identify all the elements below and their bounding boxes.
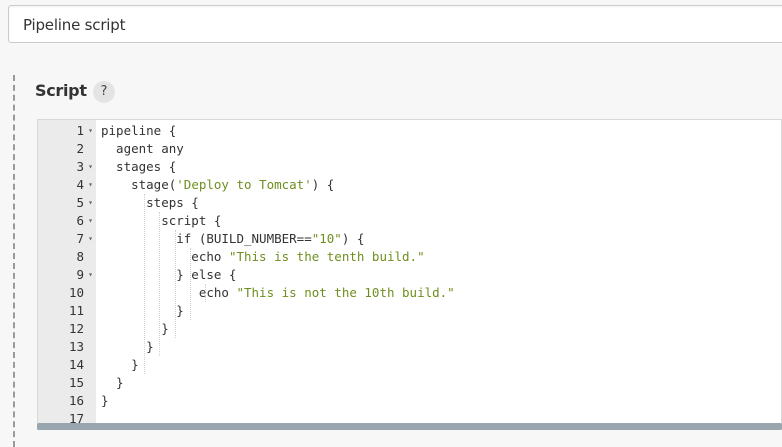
fold-toggle-icon[interactable]: ▾	[88, 162, 93, 171]
code-line: agent any	[101, 140, 184, 158]
fold-toggle-icon[interactable]: ▾	[88, 198, 93, 207]
fold-toggle-icon[interactable]: ▾	[88, 270, 93, 279]
code-line: }	[101, 374, 124, 392]
code-area[interactable]: pipeline { agent any stages { stage('Dep…	[96, 120, 781, 430]
indent-guide	[204, 284, 206, 302]
code-line: if (BUILD_NUMBER=="10") {	[101, 230, 364, 248]
gutter-row: 9▾	[38, 266, 96, 284]
code-line: }	[101, 320, 169, 338]
definition-select[interactable]: Pipeline script	[8, 5, 782, 43]
gutter-row: 2	[38, 140, 96, 158]
code-line: }	[101, 356, 139, 374]
code-line: } else {	[101, 266, 236, 284]
gutter-row: 16	[38, 392, 96, 410]
line-number: 11	[68, 303, 84, 318]
code-token: ) {	[341, 231, 365, 246]
line-number: 10	[68, 285, 84, 300]
line-number: 4	[76, 177, 84, 192]
line-number: 3	[76, 159, 84, 174]
line-number: 2	[76, 141, 84, 156]
gutter-row: 7▾	[38, 230, 96, 248]
script-label: Script	[35, 81, 87, 100]
code-line: stage('Deploy to Tomcat') {	[101, 176, 334, 194]
gutter-row: 3▾	[38, 158, 96, 176]
code-token: } else {	[101, 267, 237, 282]
code-token: if (BUILD_NUMBER==	[101, 231, 312, 246]
section-divider	[13, 75, 15, 447]
code-token: ) {	[311, 177, 335, 192]
gutter-row: 4▾	[38, 176, 96, 194]
code-line: }	[101, 392, 109, 410]
gutter-row: 17	[38, 410, 96, 428]
string-literal: "10"	[311, 231, 342, 246]
string-literal: "This is the tenth build."	[228, 249, 425, 264]
line-number: 7	[76, 231, 84, 246]
line-number: 6	[76, 213, 84, 228]
code-line: echo "This is the tenth build."	[101, 248, 425, 266]
code-token: agent any	[101, 141, 184, 156]
gutter-row: 6▾	[38, 212, 96, 230]
gutter-row: 5▾	[38, 194, 96, 212]
code-line: echo "This is not the 10th build."	[101, 284, 455, 302]
horizontal-scrollbar[interactable]	[37, 423, 782, 430]
code-line: steps {	[101, 194, 199, 212]
code-token: stages {	[101, 159, 177, 174]
indent-guide	[174, 230, 176, 338]
gutter-row: 12	[38, 320, 96, 338]
code-line: script {	[101, 212, 221, 230]
gutter-row: 13	[38, 338, 96, 356]
line-number: 1	[76, 123, 84, 138]
code-line: stages {	[101, 158, 176, 176]
indent-guide	[144, 194, 146, 374]
code-token: script {	[101, 213, 222, 228]
gutter-row: 8	[38, 248, 96, 266]
line-number: 13	[68, 339, 84, 354]
gutter-row: 1▾	[38, 122, 96, 140]
string-literal: "This is not the 10th build."	[236, 285, 455, 300]
line-number: 17	[68, 411, 84, 426]
gutter-row: 14	[38, 356, 96, 374]
line-number: 15	[68, 375, 84, 390]
line-number: 14	[68, 357, 84, 372]
code-line: }	[101, 302, 184, 320]
code-token: steps {	[101, 195, 199, 210]
code-token: pipeline {	[101, 123, 177, 138]
indent-guide	[159, 212, 161, 356]
line-number: 16	[68, 393, 84, 408]
code-token: echo	[101, 285, 237, 300]
code-token: }	[101, 357, 139, 372]
line-number: 9	[76, 267, 84, 282]
fold-toggle-icon[interactable]: ▾	[88, 126, 93, 135]
code-token: }	[101, 393, 109, 408]
gutter-row: 10	[38, 284, 96, 302]
code-line: pipeline {	[101, 122, 176, 140]
code-token: }	[101, 303, 184, 318]
line-number: 8	[76, 249, 84, 264]
code-token: }	[101, 375, 124, 390]
code-token: stage(	[101, 177, 177, 192]
fold-toggle-icon[interactable]: ▾	[88, 180, 93, 189]
line-number: 5	[76, 195, 84, 210]
code-token: }	[101, 339, 154, 354]
string-literal: 'Deploy to Tomcat'	[176, 177, 312, 192]
gutter-row: 11	[38, 302, 96, 320]
fold-toggle-icon[interactable]: ▾	[88, 234, 93, 243]
code-token: echo	[101, 249, 229, 264]
fold-toggle-icon[interactable]: ▾	[88, 216, 93, 225]
definition-select-value: Pipeline script	[23, 16, 126, 34]
indent-guide	[189, 248, 191, 320]
line-number: 12	[68, 321, 84, 336]
code-token: }	[101, 321, 169, 336]
code-line: }	[101, 338, 154, 356]
help-icon[interactable]: ?	[93, 81, 115, 103]
gutter-row: 15	[38, 374, 96, 392]
